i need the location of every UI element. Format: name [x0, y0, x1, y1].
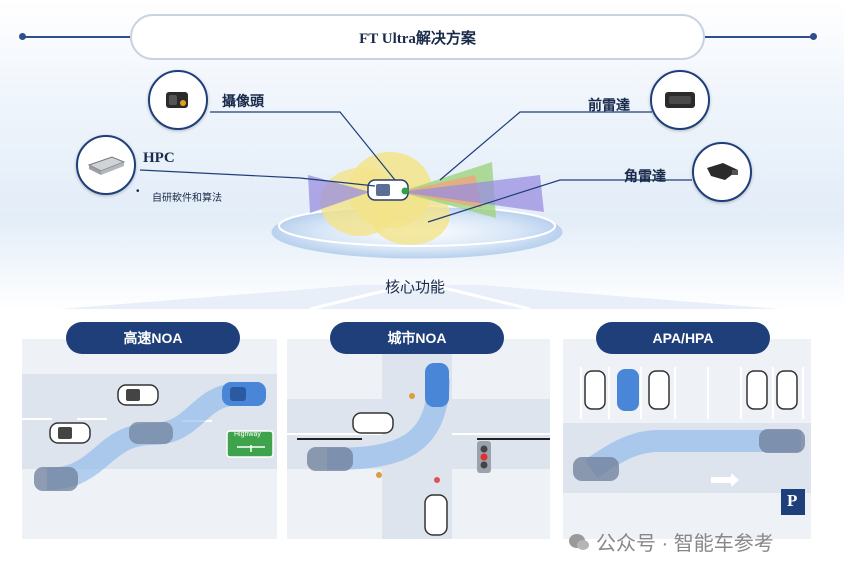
pedestrian [376, 472, 382, 478]
leader-lines [139, 111, 692, 223]
title-dot-left [19, 33, 26, 40]
parking-scene [563, 367, 811, 515]
hpc-icon [87, 156, 126, 175]
pill-apa-hpa: APA/HPA [596, 322, 770, 354]
rear-coverage [308, 175, 370, 213]
front-radar-icon [665, 92, 695, 108]
title-line-left [22, 36, 132, 38]
ego-car [425, 363, 449, 407]
parked-car [746, 370, 768, 410]
camera-badge [148, 70, 208, 130]
pill-city-noa: 城市NOA [330, 322, 504, 354]
highway-sign [226, 430, 274, 458]
corner-radar-icon [707, 163, 738, 180]
core-fan [60, 285, 780, 311]
camera-label: 攝像頭 [222, 93, 264, 109]
hpc-leader [139, 169, 376, 187]
ghost-car [129, 422, 173, 444]
direction-arrow [711, 473, 739, 487]
panel-city-noa [287, 339, 550, 539]
camera-leader [210, 111, 396, 181]
title-line-right [704, 36, 814, 38]
panel-highway-noa: Highway [22, 339, 277, 539]
parked-car [584, 370, 606, 410]
hpc-badge [76, 135, 136, 195]
front-radar-badge [650, 70, 710, 130]
ghost-car [759, 429, 805, 453]
parking-sign-text: P [787, 491, 798, 510]
corner-radar-label: 角雷達 [624, 168, 666, 184]
parked-car [648, 370, 670, 410]
page-title: FT Ultra解决方案 [130, 14, 705, 60]
watermark: 公众号 · 智能车参考 [568, 527, 774, 556]
ego-car-window [376, 184, 390, 196]
hpc-bullet-dot: • [136, 186, 140, 197]
ghost-car [307, 447, 353, 471]
front-radar-label: 前雷達 [588, 97, 630, 113]
highway-sign-text: Highway [234, 431, 261, 438]
long-range-coverage [400, 175, 544, 212]
traffic-car [424, 494, 448, 536]
traffic-car [352, 412, 394, 434]
hpc-label: HPC [143, 150, 175, 166]
sensor-coverage-diagram [271, 152, 563, 259]
pedestrian [409, 393, 415, 399]
watermark-text: 公众号 · 智能车参考 [596, 533, 774, 555]
pedestrian [434, 477, 440, 483]
corner-radar-leader [427, 179, 692, 223]
pill-highway-noa: 高速NOA [66, 322, 240, 354]
title-dot-right [810, 33, 817, 40]
parking-sign [781, 489, 805, 515]
ego-car [617, 369, 639, 411]
front-radar-leader [439, 111, 652, 181]
ghost-car [573, 457, 619, 481]
hpc-bullet-text: 自研軟件和算法 [152, 193, 222, 204]
core-functions-label: 核心功能 [385, 279, 446, 296]
corner-radar-badge [692, 142, 752, 202]
parked-car [776, 370, 798, 410]
wechat-icon [569, 533, 589, 550]
highway-scene [22, 374, 277, 491]
panel-apa-hpa: P [563, 339, 811, 539]
sensor-point [401, 187, 409, 195]
ghost-car [34, 467, 78, 491]
city-scene [287, 339, 550, 539]
camera-icon [166, 92, 188, 108]
